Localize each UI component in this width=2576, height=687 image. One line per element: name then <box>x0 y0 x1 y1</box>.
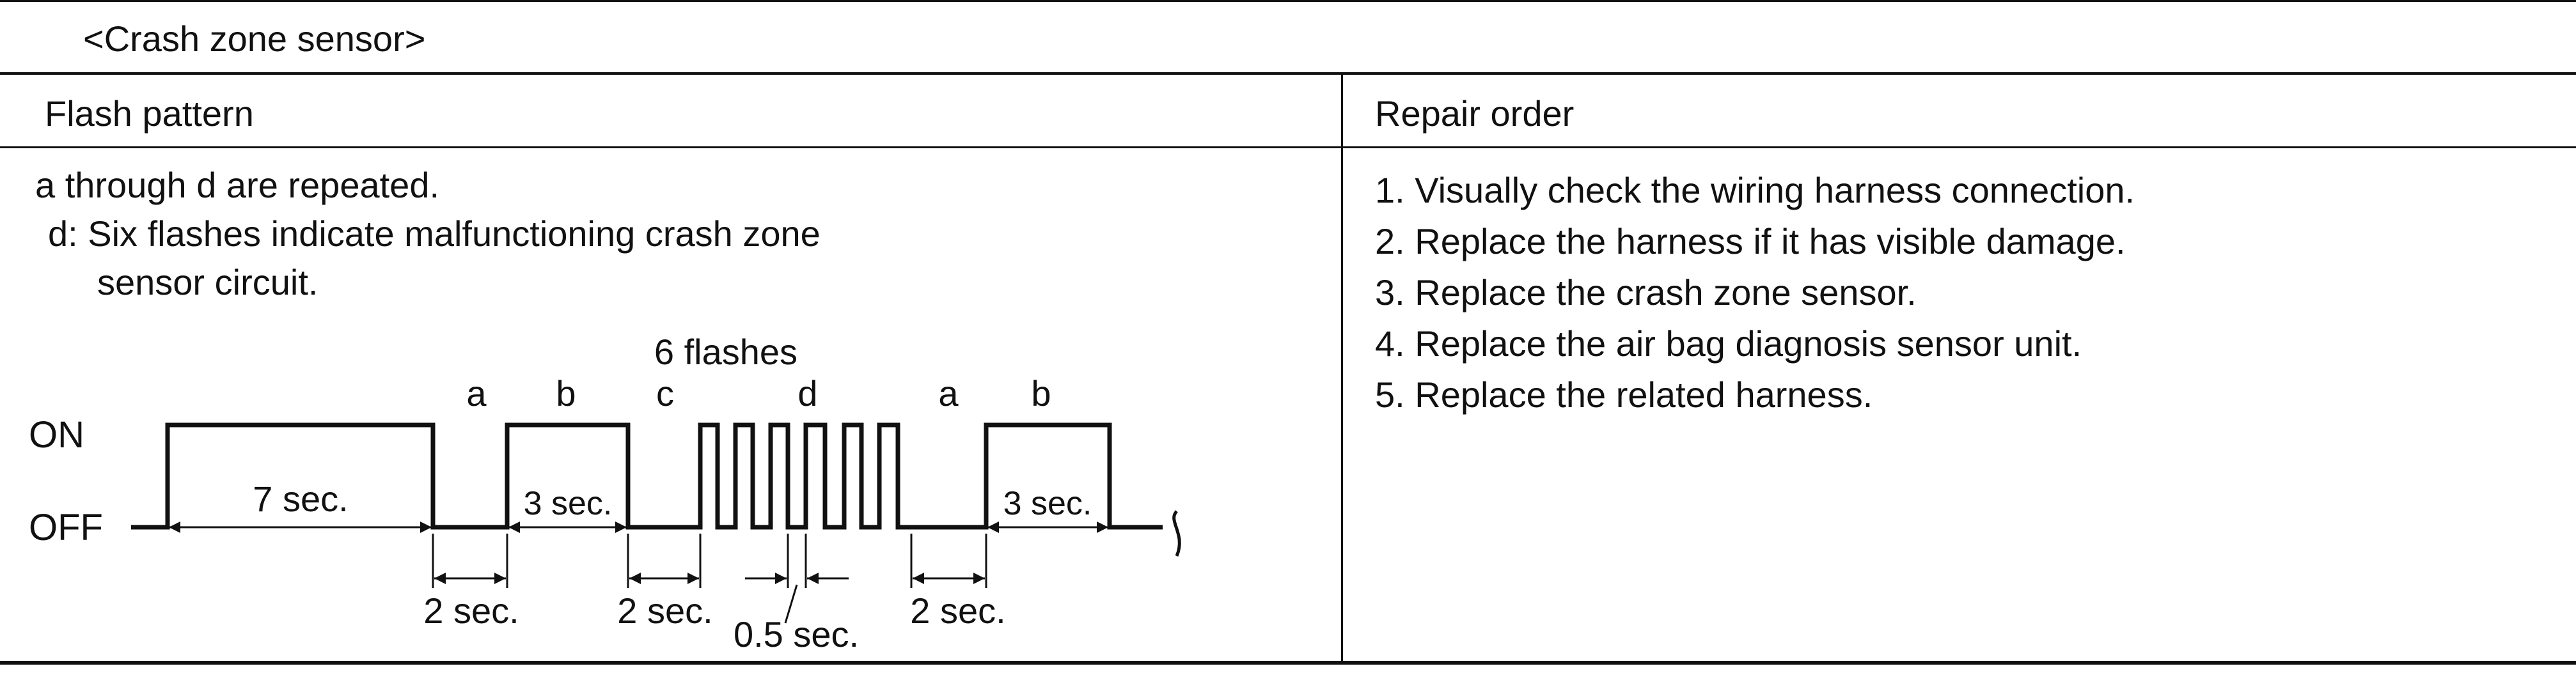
duration-0-5-sec: 0.5 sec. <box>734 614 859 654</box>
column-divider <box>1341 73 1343 663</box>
repair-step-3: 3. Replace the crash zone sensor. <box>1375 272 1917 313</box>
repair-step-1: 1. Visually check the wiring harness con… <box>1375 170 2135 210</box>
flash-description-line-1: a through d are repeated. <box>35 165 440 205</box>
flash-pattern-diagram: ON OFF 6 flashes a b c d a b 7 sec. 3 se… <box>29 332 1181 654</box>
duration-2-sec-1: 2 sec. <box>423 591 519 631</box>
duration-3-sec-2: 3 sec. <box>1003 485 1092 522</box>
flash-description-line-2: d: Six flashes indicate malfunctioning c… <box>48 213 821 254</box>
duration-7-sec: 7 sec. <box>253 479 348 519</box>
leader-line-0-5-sec <box>784 584 798 624</box>
bottom-rule <box>0 661 2576 665</box>
repair-step-4: 4. Replace the air bag diagnosis sensor … <box>1375 323 2082 364</box>
header-rule <box>0 146 2576 148</box>
phase-label-b: b <box>556 373 576 413</box>
continuation-mark <box>1172 510 1181 557</box>
column-header-flash-pattern: Flash pattern <box>45 93 254 134</box>
duration-3-sec-1: 3 sec. <box>524 485 613 522</box>
signal-waveform <box>131 422 1163 530</box>
section-title: <Crash zone sensor> <box>83 19 426 59</box>
column-header-repair-order: Repair order <box>1375 93 1575 134</box>
repair-step-5: 5. Replace the related harness. <box>1375 374 1873 415</box>
phase-label-b-repeat: b <box>1031 373 1051 413</box>
top-rule <box>0 0 2576 2</box>
flash-count-label: 6 flashes <box>654 332 797 372</box>
title-rule <box>0 72 2576 75</box>
flash-description-line-3: sensor circuit. <box>97 262 318 302</box>
phase-label-a-repeat: a <box>938 373 959 413</box>
phase-label-a: a <box>466 373 487 413</box>
duration-2-sec-3: 2 sec. <box>910 591 1005 631</box>
duration-2-sec-2: 2 sec. <box>617 591 712 631</box>
off-label: OFF <box>29 507 103 548</box>
repair-step-2: 2. Replace the harness if it has visible… <box>1375 221 2126 261</box>
on-label: ON <box>29 414 84 456</box>
phase-label-d: d <box>797 373 817 413</box>
phase-label-c: c <box>656 373 674 413</box>
